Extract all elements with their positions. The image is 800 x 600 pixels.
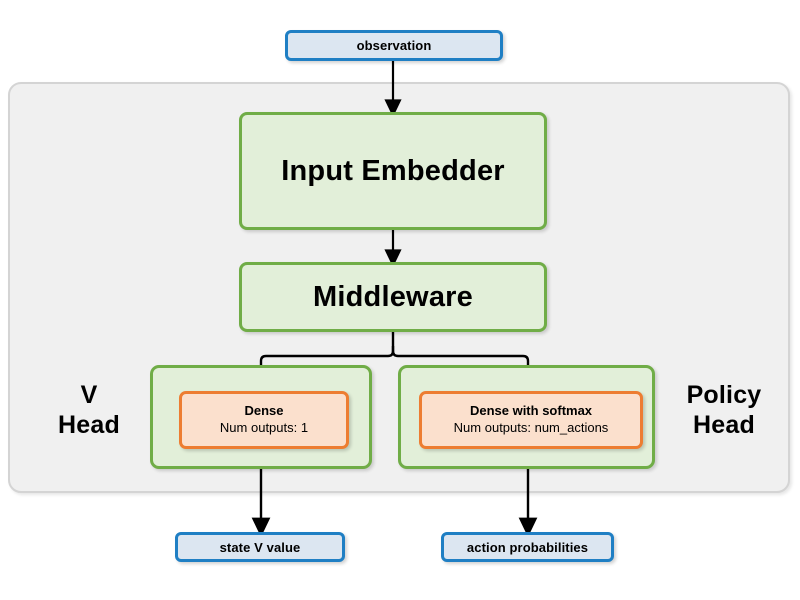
v-head-dense-subtitle: Num outputs: 1 <box>219 420 309 435</box>
v-head-container[interactable]: Dense Num outputs: 1 <box>150 365 372 469</box>
policy-head-container[interactable]: Dense with softmax Num outputs: num_acti… <box>398 365 655 469</box>
v-head-dense-box[interactable]: Dense Num outputs: 1 <box>179 391 349 449</box>
input-embedder-label: Input Embedder <box>281 154 505 187</box>
middleware-label: Middleware <box>313 280 473 313</box>
policy-head-caption: Policy Head <box>662 381 786 440</box>
v-head-dense-title: Dense <box>244 403 284 419</box>
policy-head-dense-subtitle: Num outputs: num_actions <box>453 420 609 435</box>
v-head-caption-line2: Head <box>58 410 120 439</box>
v-head-caption: V Head <box>33 381 145 440</box>
policy-head-caption-line2: Head <box>693 410 755 439</box>
policy-head-dense-title: Dense with softmax <box>469 403 593 419</box>
middleware-box[interactable]: Middleware <box>239 262 547 332</box>
state-v-value-label: state V value <box>219 539 301 555</box>
observation-label: observation <box>356 38 432 53</box>
v-head-caption-line1: V <box>80 381 98 409</box>
input-embedder-box[interactable]: Input Embedder <box>239 112 547 230</box>
policy-head-dense-box[interactable]: Dense with softmax Num outputs: num_acti… <box>419 391 643 449</box>
observation-box[interactable]: observation <box>285 30 503 61</box>
policy-head-caption-line1: Policy <box>686 381 762 409</box>
action-probabilities-label: action probabilities <box>466 539 589 555</box>
state-v-value-box[interactable]: state V value <box>175 532 345 562</box>
action-probabilities-box[interactable]: action probabilities <box>441 532 614 562</box>
